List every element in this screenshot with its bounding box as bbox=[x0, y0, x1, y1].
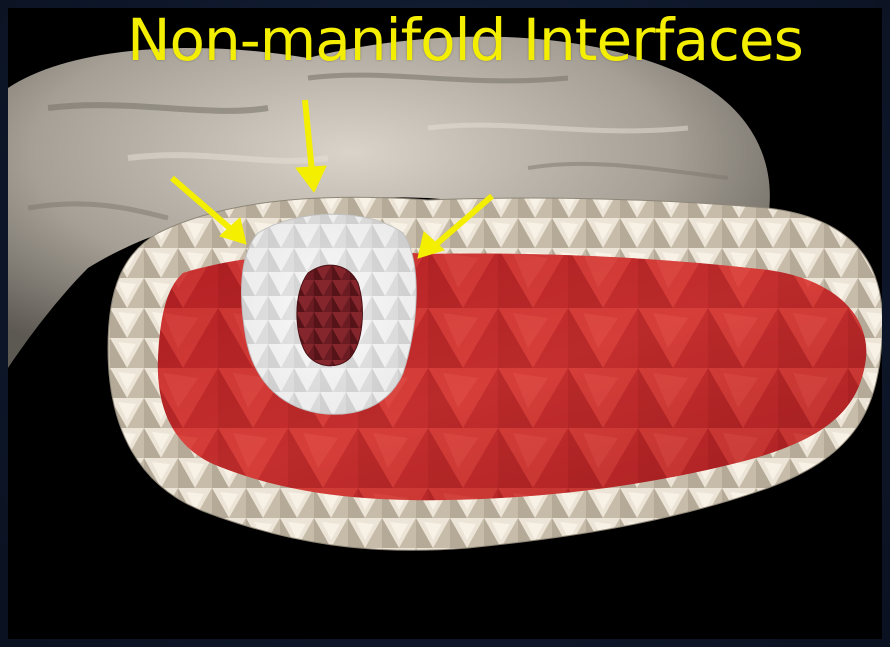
render-viewport bbox=[8, 8, 882, 639]
slide-title: Non-manifold Interfaces bbox=[20, 0, 890, 80]
mesh-rendering bbox=[8, 8, 882, 639]
dark-core bbox=[297, 265, 363, 366]
